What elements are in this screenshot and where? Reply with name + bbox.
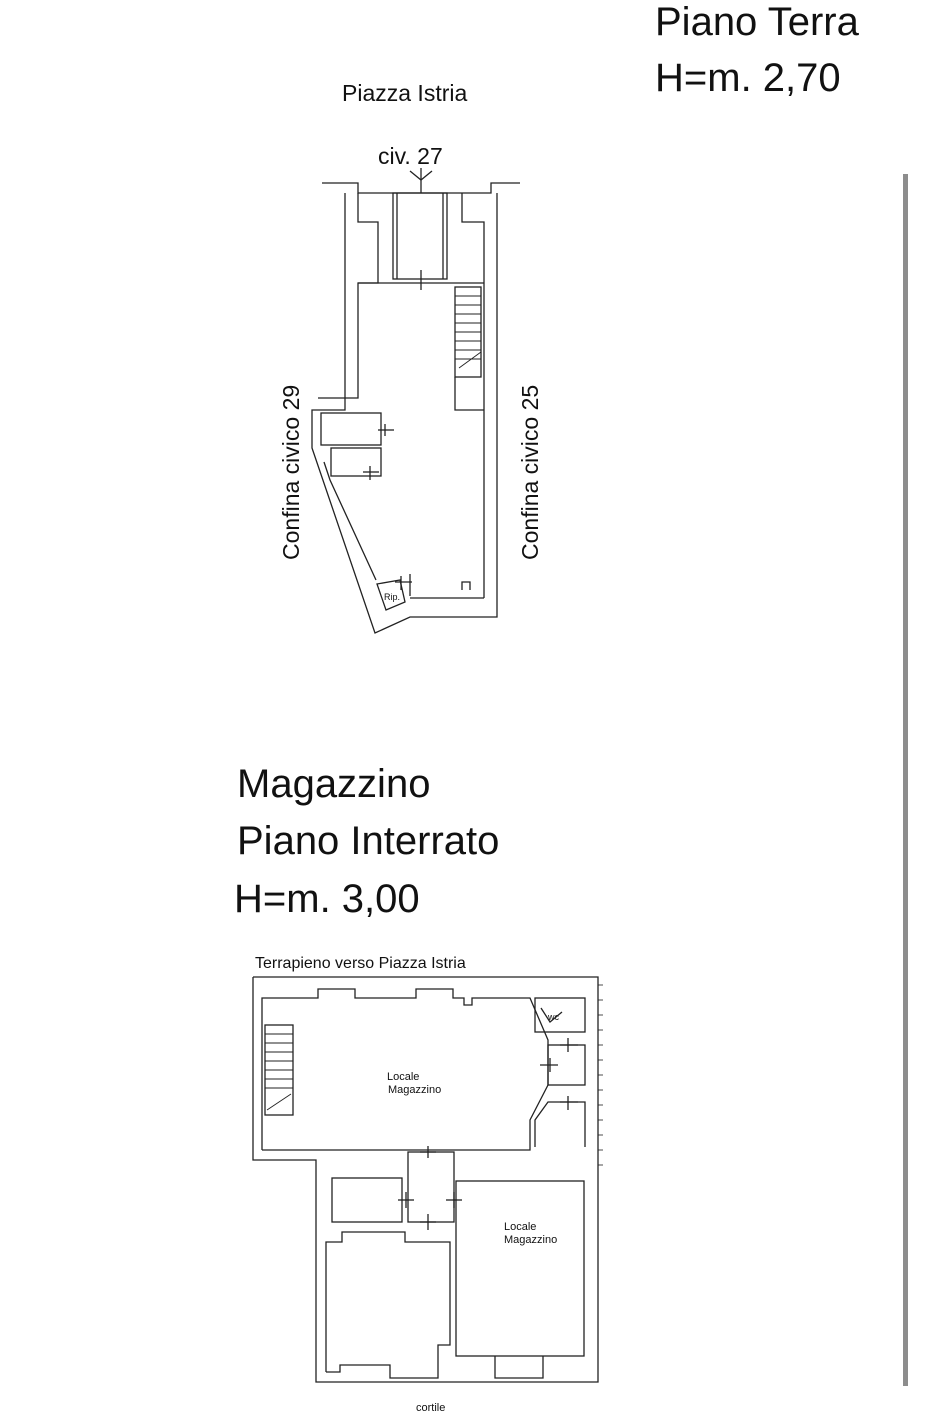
wc-room <box>534 997 586 1033</box>
ground-floor-height: H=m. 2,70 <box>655 56 841 100</box>
basement-stair-treads <box>265 1033 293 1111</box>
bottom-niche <box>494 1356 544 1379</box>
basement-outer-wall <box>252 976 599 1383</box>
street-label: Piazza Istria <box>342 80 468 106</box>
closet-upper <box>320 412 382 446</box>
ground-floor-title: Piano Terra <box>655 0 859 44</box>
scrollbar[interactable] <box>903 174 908 1386</box>
rip-closet <box>376 579 406 611</box>
ground-floor-plan <box>311 168 520 634</box>
basement-title: Magazzino <box>237 762 431 806</box>
closet-label: Rip. <box>384 592 401 602</box>
ground-inner-wall-right <box>461 193 485 598</box>
ground-inner-wall-left <box>318 193 379 399</box>
service-room-lower <box>534 1101 586 1147</box>
small-room <box>331 1177 403 1223</box>
lower-left-room <box>325 1231 451 1379</box>
basement-plan <box>252 976 603 1383</box>
room1-label-line1: Locale <box>387 1071 420 1083</box>
basement-floor-name: Piano Interrato <box>237 819 500 863</box>
stair-landing <box>454 377 484 411</box>
closet-lower <box>330 447 382 477</box>
entrance-label: civ. 27 <box>378 143 443 169</box>
room2-label: Locale Magazzino <box>504 1221 557 1247</box>
ground-diagonal-wall <box>323 461 377 581</box>
bottom-label: cortile <box>416 1402 446 1414</box>
room2-label-line2: Magazzino <box>504 1234 558 1247</box>
warehouse-room-lower <box>455 1180 585 1357</box>
warehouse-room-upper <box>261 988 549 1151</box>
basement-top-label: Terrapieno verso Piazza Istria <box>255 955 466 972</box>
basement-height: H=m. 3,00 <box>234 877 420 921</box>
wall-niche <box>461 581 471 590</box>
entrance-vestibule <box>392 192 448 280</box>
wc-fixture <box>540 1007 563 1023</box>
ground-outer-wall <box>311 193 498 634</box>
room2-label-line1: Locale <box>504 1221 537 1233</box>
basement-right-hatching <box>598 984 603 1166</box>
room1-label-line2: Magazzino <box>388 1084 442 1097</box>
central-corridor <box>407 1151 455 1223</box>
room1-label: Locale Magazzino <box>387 1071 441 1097</box>
wc-label: wc <box>548 1012 559 1022</box>
ground-stair-treads <box>455 295 482 369</box>
